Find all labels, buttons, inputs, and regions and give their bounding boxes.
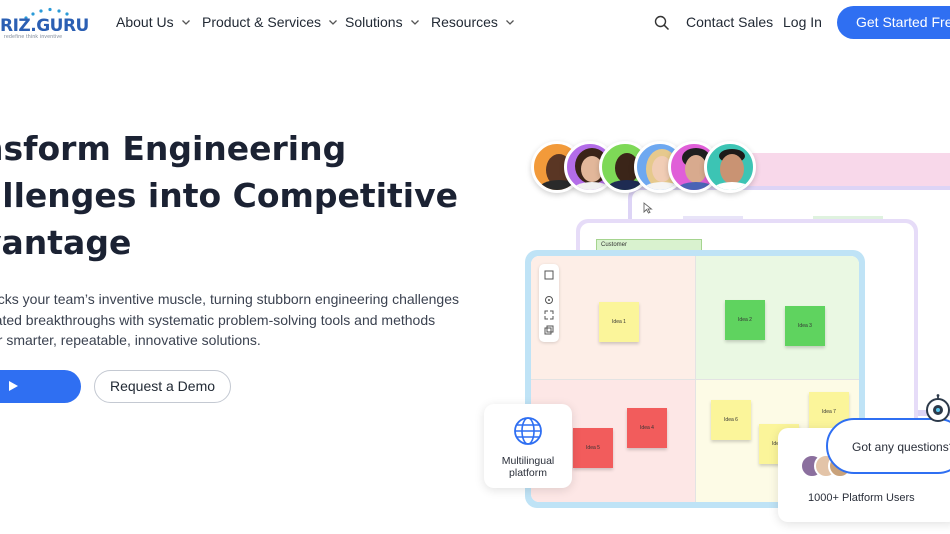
sticky-note-green[interactable]: Idea 3	[785, 306, 825, 346]
hero-desc-line: ocks your team’s inventive muscle, turni…	[0, 291, 460, 307]
nav-resources-label: Resources	[431, 14, 498, 30]
hero-description: ocks your team’s inventive muscle, turni…	[0, 289, 460, 351]
logo-tagline: redefine think inventive	[4, 34, 63, 40]
get-started-button[interactable]: Get Started Free	[837, 6, 950, 39]
sticky-label: Idea 3	[798, 323, 812, 329]
sticky-label: Idea 7	[822, 409, 836, 415]
quadrant-top-right	[695, 256, 859, 379]
chevron-down-icon	[410, 20, 419, 25]
chatbot-icon[interactable]	[924, 394, 950, 424]
hero-title-line: vantage	[0, 223, 132, 262]
nav-product-services[interactable]: Product & Services	[202, 14, 339, 30]
play-video-button[interactable]	[0, 370, 81, 403]
multilingual-label: Multilingual platform	[484, 455, 572, 479]
nav-solutions[interactable]: Solutions	[345, 14, 421, 30]
chat-prompt-text: Got any questions?	[852, 440, 950, 454]
multilingual-card: Multilingual platform	[484, 404, 572, 488]
sticky-note-yellow[interactable]: Idea 6	[711, 400, 751, 440]
nav-about-us[interactable]: About Us	[116, 14, 192, 30]
chat-prompt-bubble[interactable]: Got any questions?	[826, 418, 950, 474]
avatar	[704, 141, 756, 193]
sticky-label: Idea 2	[738, 317, 752, 323]
hero-title-line: nsform Engineering	[0, 129, 347, 168]
nav-resources[interactable]: Resources	[431, 14, 516, 30]
search-icon[interactable]	[654, 15, 670, 31]
platform-users-label: 1000+ Platform Users	[808, 492, 915, 504]
sticky-label: Idea 6	[724, 417, 738, 423]
copy-icon[interactable]	[544, 325, 554, 335]
board-toolbar	[539, 264, 559, 342]
nav-product-services-label: Product & Services	[202, 14, 322, 30]
globe-icon	[514, 417, 542, 445]
logo[interactable]: RIZ.GURU redefine think inventive	[0, 6, 89, 40]
sticky-label: Idea 4	[640, 425, 654, 431]
customer-label: Customer	[601, 242, 628, 248]
hero-desc-line: er smarter, repeatable, innovative solut…	[0, 332, 261, 348]
logo-text: RIZ.GURU	[0, 16, 89, 36]
multilingual-line2: platform	[509, 467, 547, 479]
chevron-down-icon	[181, 20, 190, 25]
chevron-down-icon	[505, 20, 514, 25]
multilingual-line1: Multilingual	[501, 455, 555, 467]
sticky-note-yellow[interactable]: Idea 1	[599, 302, 639, 342]
target-icon[interactable]	[544, 295, 554, 305]
hero-title-line: allenges into Competitive	[0, 176, 458, 215]
expand-icon[interactable]	[544, 310, 554, 320]
chevron-down-icon	[329, 20, 338, 25]
cursor-icon	[643, 202, 653, 214]
nav-about-us-label: About Us	[116, 14, 174, 30]
login-link[interactable]: Log In	[783, 14, 822, 30]
logo-arc-icon	[24, 7, 69, 20]
note-icon[interactable]	[544, 270, 554, 280]
sticky-note-red[interactable]: Idea 4	[627, 408, 667, 448]
request-demo-button[interactable]: Request a Demo	[94, 370, 231, 403]
hero-title: nsform Engineering allenges into Competi…	[0, 125, 460, 266]
top-nav: RIZ.GURU redefine think inventive About …	[0, 0, 950, 46]
sticky-note-red[interactable]: Idea 5	[573, 428, 613, 468]
sticky-label: Idea 5	[586, 445, 600, 451]
nav-solutions-label: Solutions	[345, 14, 403, 30]
contact-sales-link[interactable]: Contact Sales	[686, 14, 774, 30]
sticky-note-green[interactable]: Idea 2	[725, 300, 765, 340]
play-icon	[9, 381, 18, 391]
sticky-label: Idea 1	[612, 319, 626, 325]
hero-desc-line: rated breakthroughs with systematic prob…	[0, 311, 436, 328]
